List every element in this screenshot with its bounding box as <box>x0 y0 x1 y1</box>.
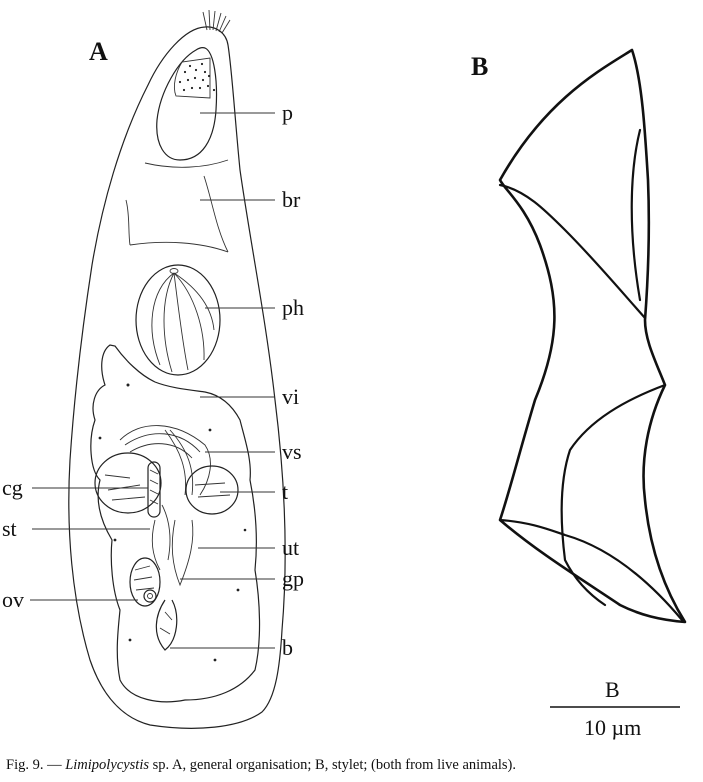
label-br: br <box>282 187 301 212</box>
body-outline <box>68 26 286 729</box>
cilia <box>202 9 231 34</box>
proboscis <box>156 47 218 161</box>
label-cg: cg <box>2 475 23 500</box>
panel-a-letter: A <box>89 37 108 66</box>
label-gp: gp <box>282 566 304 591</box>
panel-b-letter: B <box>471 52 488 81</box>
scale-bar-value: 10 µm <box>584 715 641 740</box>
label-st: st <box>2 516 17 541</box>
stylet-inner-upper <box>498 183 647 320</box>
panel-b-drawing: B B 10 µm <box>471 48 687 740</box>
vitellarium <box>90 344 261 703</box>
label-vi: vi <box>282 384 299 409</box>
label-ov: ov <box>2 587 24 612</box>
scale-bar-label: B <box>605 677 620 702</box>
brain-lower <box>129 241 229 253</box>
caption-prefix: Fig. 9. — <box>6 757 66 773</box>
label-b: b <box>282 635 293 660</box>
vitellarium-dots <box>98 383 247 662</box>
stylet-inner-middle <box>560 383 667 607</box>
label-ut: ut <box>282 535 299 560</box>
label-t: t <box>282 479 288 504</box>
figure-caption: Fig. 9. — Limipolycystis sp. A, general … <box>6 757 700 774</box>
label-ph: ph <box>282 295 304 320</box>
pharynx <box>135 264 221 376</box>
brain-upper <box>144 159 229 168</box>
stylet-inner-groove <box>630 128 642 302</box>
label-p: p <box>282 100 293 125</box>
stylet-inner-lower <box>498 518 684 622</box>
leader-lines <box>30 112 275 649</box>
label-vs: vs <box>282 439 302 464</box>
reproductive-organs <box>94 425 239 651</box>
caption-rest: sp. A, general organisation; B, stylet; … <box>149 757 517 773</box>
panel-a-drawing: A p br ph vi vs t ut gp b cg st ov <box>2 9 304 729</box>
caption-genus: Limipolycystis <box>65 757 149 773</box>
stylet-outline <box>498 48 687 624</box>
